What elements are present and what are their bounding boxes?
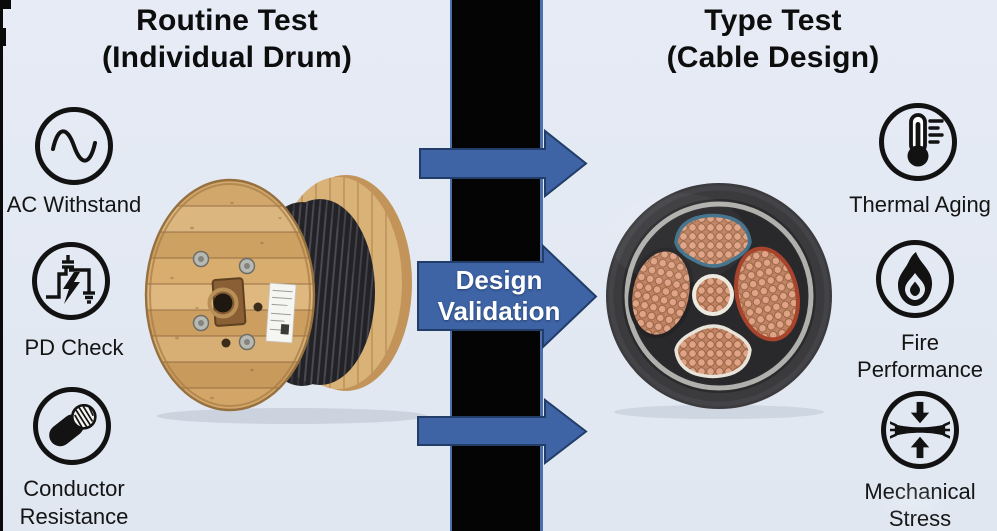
thermometer-icon — [879, 103, 957, 181]
right-title-line2: (Cable Design) — [666, 41, 880, 74]
stripped-cable-icon — [33, 387, 111, 465]
left-title-line2: (Individual Drum) — [101, 41, 353, 74]
partial-discharge-icon — [32, 242, 110, 320]
compression-arrows-icon — [881, 391, 959, 469]
pd-check-label: PD Check — [24, 335, 124, 360]
right-title: Type Test (Cable Design) — [573, 2, 973, 76]
left-edge-notch2 — [0, 28, 6, 46]
fire-performance-label: Fire Performance — [857, 330, 983, 382]
conductor-resistance-label: Conductor Resistance — [19, 476, 129, 529]
ac-withstand-label: AC Withstand — [6, 192, 142, 217]
left-title-line1: Routine Test — [136, 4, 318, 37]
cable-cross-section-photo — [606, 183, 832, 419]
watermark — [878, 478, 950, 524]
left-edge-border — [0, 0, 3, 531]
mechanical-stress-label: Mechanical Stress — [864, 479, 976, 531]
design-validation-caption: Design Validation — [437, 265, 561, 326]
wooden-cable-drum-photo — [144, 175, 427, 424]
right-title-line1: Type Test — [704, 4, 842, 37]
left-edge-notch — [0, 0, 11, 9]
thermal-aging-label: Thermal Aging — [849, 192, 991, 217]
sine-wave-icon — [35, 107, 113, 185]
left-title: Routine Test (Individual Drum) — [27, 2, 427, 76]
flame-icon — [876, 240, 954, 318]
